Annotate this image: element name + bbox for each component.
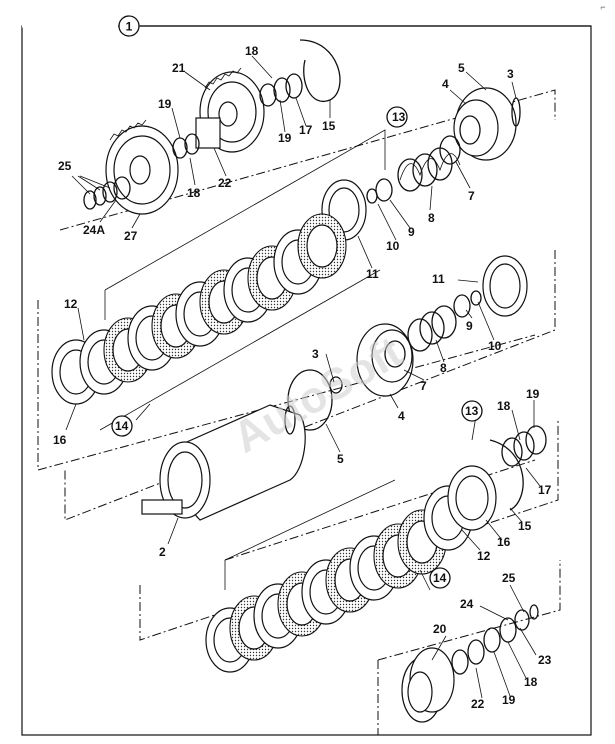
part-label: 15 (518, 519, 532, 533)
part-label: 4 (398, 409, 405, 423)
part-label: 25 (58, 159, 72, 173)
part-label: 12 (477, 549, 491, 563)
part-label: 27 (124, 229, 138, 243)
part-label: 17 (299, 123, 313, 137)
part-label: 8 (440, 361, 447, 375)
part-label: 17 (538, 483, 552, 497)
part-label: 19 (502, 693, 516, 707)
clutch-drum (141, 404, 306, 521)
part-label: 22 (218, 176, 232, 190)
part-label: 16 (497, 535, 511, 549)
part-label: 20 (433, 622, 447, 636)
circled-callouts (111, 106, 483, 589)
part-labels: 18 21 19 19 17 15 5 3 4 13 25 18 22 7 24… (53, 44, 552, 711)
part-label: 18 (497, 399, 511, 413)
gear-assembly-top (83, 39, 341, 215)
part-label: 18 (524, 675, 538, 689)
part-label: 23 (538, 653, 552, 667)
assembly-number-callout: 1 (118, 15, 140, 37)
part-label: 9 (466, 319, 473, 333)
part-label: 21 (172, 61, 186, 75)
clutch-pack-2 (205, 425, 547, 673)
part-label: 25 (502, 571, 516, 585)
part-label: 3 (312, 347, 319, 361)
part-label: 14 (433, 571, 447, 585)
part-label: 3 (507, 67, 514, 81)
part-label: 11 (366, 267, 379, 281)
gear-assembly-bottom (401, 604, 539, 723)
part-label: 19 (526, 387, 540, 401)
part-label: 22 (471, 697, 485, 711)
part-label: 10 (488, 339, 502, 353)
part-label: 7 (468, 189, 475, 203)
corner-mark: ⌐ (600, 2, 605, 12)
part-label: 12 (64, 297, 78, 311)
part-label: 10 (386, 239, 400, 253)
part-label: 9 (408, 225, 415, 239)
part-label: 4 (442, 77, 449, 91)
part-label: 24 (460, 597, 474, 611)
part-label: 13 (392, 110, 406, 124)
part-label: 8 (428, 211, 435, 225)
piston-assembly-middle (287, 255, 528, 431)
part-label: 15 (322, 119, 336, 133)
part-label: 5 (458, 61, 465, 75)
part-label: 13 (465, 404, 479, 418)
part-label: 19 (278, 131, 292, 145)
piston-assembly-top (321, 87, 521, 241)
part-label: 5 (337, 452, 344, 466)
part-label: 2 (159, 545, 166, 559)
leader-lines (65, 55, 541, 699)
part-label: 19 (158, 97, 172, 111)
part-label: 16 (53, 433, 67, 447)
part-label: 18 (245, 44, 259, 58)
part-label: 24A (83, 223, 105, 237)
part-label: 11 (432, 272, 445, 286)
assembly-number: 1 (126, 20, 133, 34)
part-label: 7 (420, 379, 427, 393)
clutch-pack-1 (51, 129, 386, 431)
part-label: 14 (115, 419, 129, 433)
part-label: 18 (187, 186, 201, 200)
